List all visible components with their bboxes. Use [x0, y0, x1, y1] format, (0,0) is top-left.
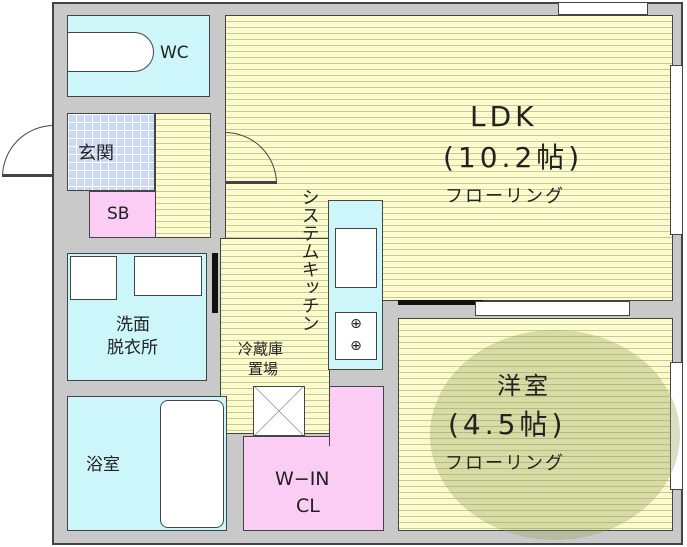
ldk-floor-label: フローリング: [445, 186, 565, 207]
bath-label: 浴室: [86, 455, 120, 475]
entrance-door[interactable]: [2, 125, 54, 177]
wall-segment: [398, 300, 483, 305]
stove-icon: ⊕⊕: [335, 312, 377, 360]
walk-in-closet-upper: [329, 386, 384, 446]
washroom-label-1: 洗面: [116, 315, 150, 335]
sb-label: SB: [107, 204, 130, 224]
western-floor-label: フローリング: [445, 453, 565, 474]
sink-icon: [134, 256, 202, 296]
kitchen-sink-icon: [335, 228, 377, 288]
entrance-label: 玄関: [78, 143, 114, 164]
fridge-label-2: 置場: [248, 360, 279, 378]
window-ldk-right: [670, 65, 683, 235]
wc-label: WC: [160, 43, 189, 63]
washing-machine-icon: [70, 256, 117, 300]
window-top: [558, 2, 648, 15]
fridge-space: [253, 386, 305, 436]
hallway-floor: [155, 113, 211, 238]
closet-label-2: CL: [296, 495, 320, 517]
fridge-label-1: 冷蔵庫: [238, 340, 284, 358]
walk-in-closet: [243, 436, 384, 531]
kitchen-label: システムキッチン: [298, 188, 320, 332]
wall-segment: [212, 253, 218, 313]
assist-watermark: [430, 330, 680, 540]
entrance-floor: [67, 113, 155, 191]
toilet-icon: [67, 32, 154, 72]
western-room-floor: [398, 318, 673, 531]
ldk-label: LDK: [470, 100, 538, 133]
shoe-box: [89, 191, 156, 238]
window-western-right: [670, 362, 683, 490]
western-room-label: 洋室: [497, 372, 551, 400]
bathtub-icon: [160, 400, 224, 528]
western-room-size: (4.5帖): [448, 408, 567, 441]
closet-label-1: W−IN: [275, 468, 330, 490]
ldk-size: (10.2帖): [443, 141, 584, 174]
sliding-door-western[interactable]: [475, 301, 630, 316]
washroom-label-2: 脱衣所: [107, 338, 158, 358]
